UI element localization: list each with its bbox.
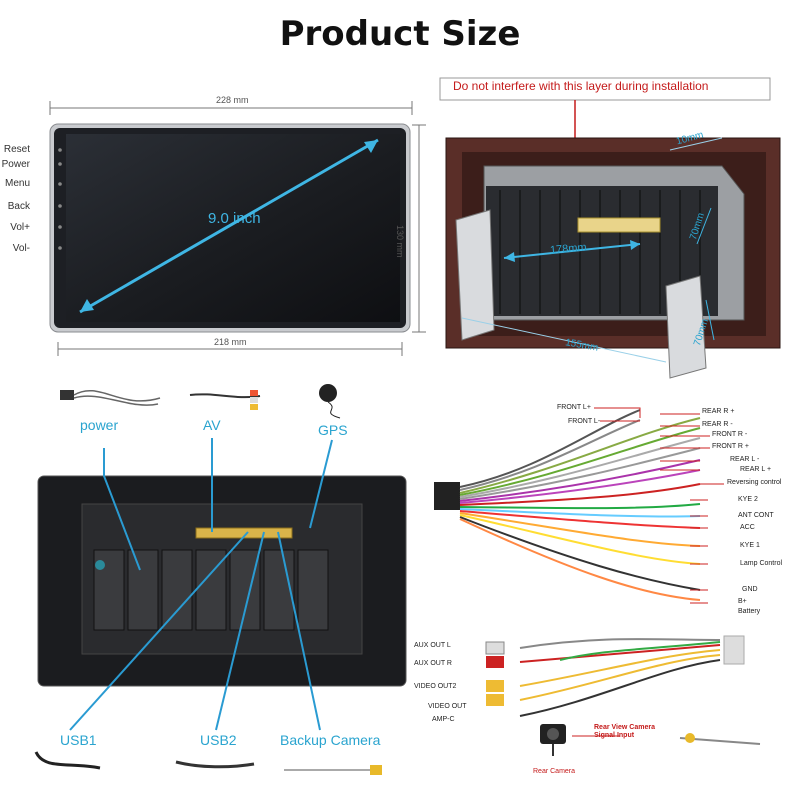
wire-label-ant-cont: ANT CONT [738,512,774,519]
button-label-vol-down: Vol- [12,243,30,254]
front-width-top-label: 228 mm [216,95,249,105]
usb1-cable-thumbnail [34,751,101,770]
wire-label-front-l-plus: FRONT L+ [557,404,591,411]
wire-label-kye-2: KYE 2 [738,496,758,503]
button-label-back: Back [7,201,30,212]
button-label-reset: Reset [3,144,30,155]
av-cable-thumbnail [189,390,261,410]
front-width-bottom-label: 218 mm [214,337,247,347]
usb1-label: USB1 [60,732,97,748]
av-label-amp-c: AMP-C [432,716,455,723]
wire-label-reversing-control: Reversing control [727,479,782,486]
wire-label-rear-l-minus: REAR L - [730,456,760,463]
wire-label-b-plus: B+ [738,598,747,605]
button-label-menu: Menu [4,178,30,189]
av-label-aux-out-l: AUX OUT L [414,642,451,649]
wire-label-gnd: GND [742,586,758,593]
wire-label-front-l-minus: FRONT L- [568,418,601,425]
camera-signal-sub: Signal Input [594,732,635,739]
button-label-vol-up: Vol+ [10,222,30,233]
rear-camera-label: Rear Camera [533,768,576,775]
wire-label-acc: ACC [740,524,755,531]
install-warning: Do not interfere with this layer during … [453,79,709,93]
gps-antenna-thumbnail [319,384,341,419]
gps-label: GPS [318,422,348,438]
av-label: AV [203,417,221,433]
av-label-video-out2: VIDEO OUT2 [414,683,457,690]
wire-label-front-r-plus: FRONT R + [712,443,750,450]
rear-camera-icon [540,724,566,756]
wire-label-kye-1: KYE 1 [740,542,760,549]
wire-label-rear-l-plus: REAR L + [740,466,772,473]
page-title: Product Size [279,14,521,54]
av-label-aux-out-r: AUX OUT R [414,660,452,667]
camera-signal-title: Rear View Camera [594,724,655,731]
power-cable-thumbnail [60,390,161,406]
button-label-power: Power [1,159,30,170]
usb2-label: USB2 [200,732,237,748]
wire-label-rear-r-minus: REAR R - [702,421,733,428]
av-label-video-out: VIDEO OUT [428,703,467,710]
wire-label-rear-r-plus: REAR R + [702,408,735,415]
power-label: power [80,417,119,433]
wire-label-lamp-control: Lamp Control [740,560,783,567]
backup-camera-label: Backup Camera [280,732,381,748]
diagonal-label: 9.0 inch [208,210,261,227]
wire-label-battery: Battery [738,608,761,615]
usb2-cable-thumbnail [175,760,255,769]
wire-label-front-r-minus: FRONT R - [712,431,748,438]
